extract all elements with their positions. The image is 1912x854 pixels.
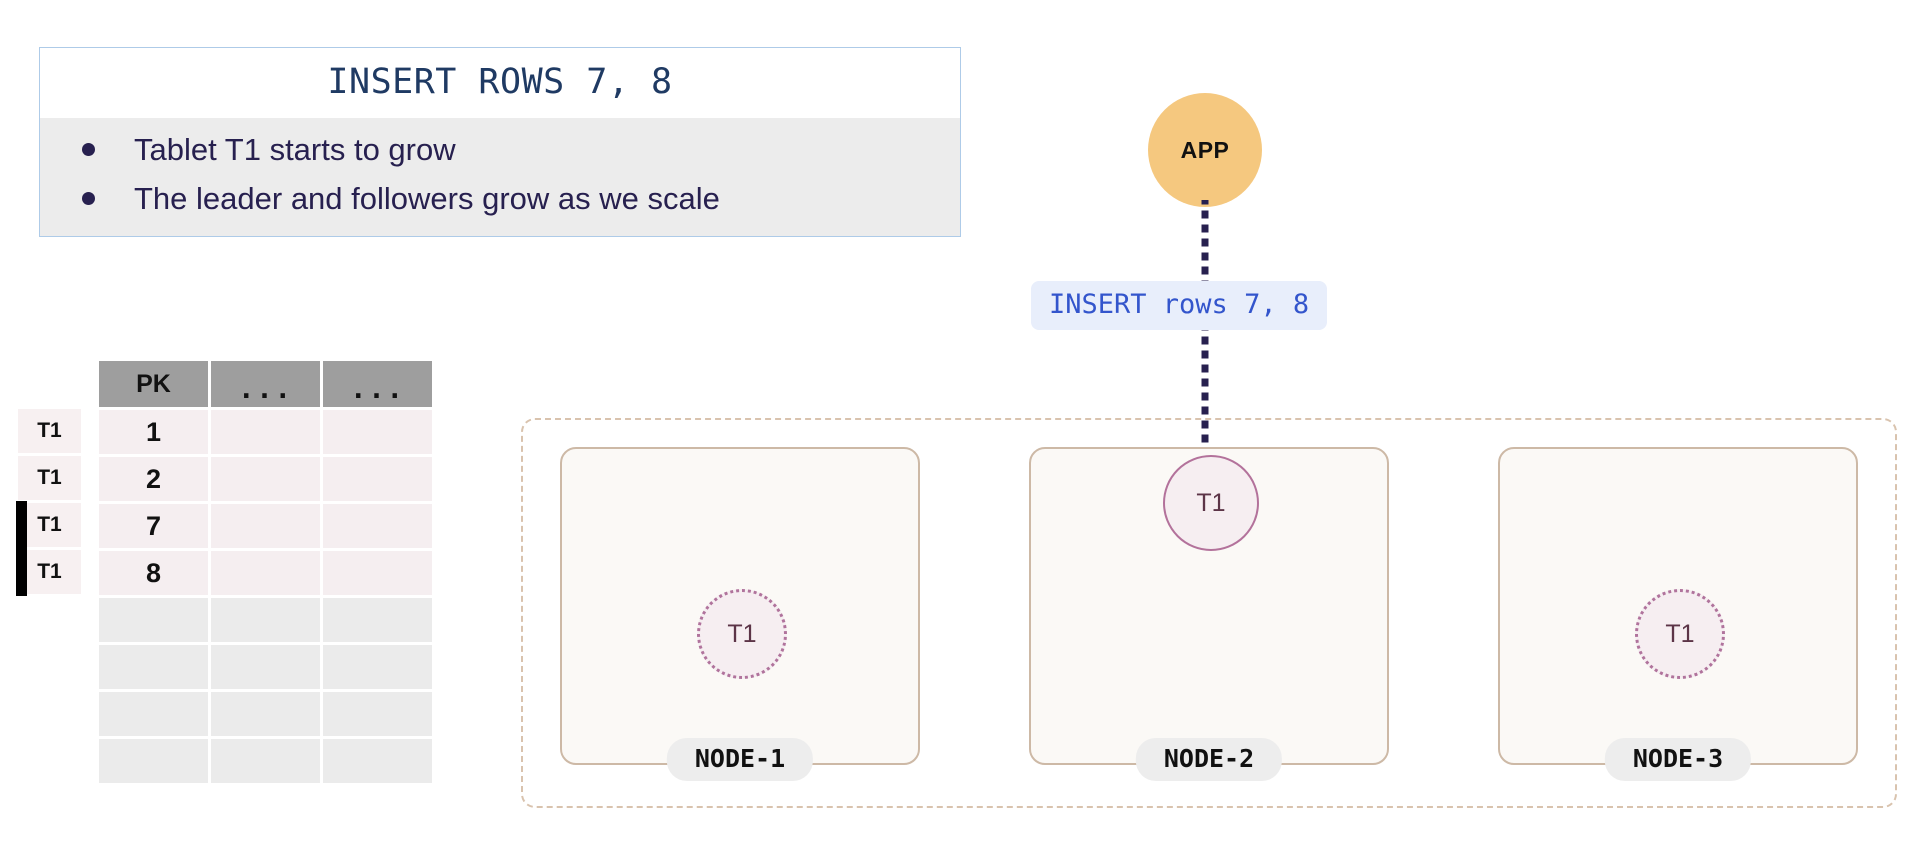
tablet-follower-node-3: T1 <box>1635 589 1725 679</box>
column-header-ellipsis-1: ... <box>211 361 320 407</box>
callout-bullet-list: Tablet T1 starts to grow The leader and … <box>40 118 960 236</box>
table-row: 8 <box>99 551 432 595</box>
cell-col2 <box>211 692 320 736</box>
cell-pk: 2 <box>99 457 208 501</box>
table-row <box>99 598 432 642</box>
app-label: APP <box>1180 136 1230 163</box>
column-header-pk: PK <box>99 361 208 407</box>
node-3-label: NODE-3 <box>1604 738 1752 781</box>
bullet-dot-icon <box>82 191 95 205</box>
cell-col3 <box>323 410 432 454</box>
request-label: INSERT rows 7, 8 <box>1031 281 1328 330</box>
cell-col3 <box>323 504 432 548</box>
cell-col2 <box>211 457 320 501</box>
cluster-boundary: T1 NODE-1 T1 NODE-2 T1 NODE-3 <box>521 418 1897 808</box>
row-tablet-badge: T1 <box>16 548 81 596</box>
cell-col2 <box>211 598 320 642</box>
tablet-label: T1 <box>1665 619 1695 648</box>
cell-pk <box>99 598 208 642</box>
table-row: 1 <box>99 410 432 454</box>
cell-pk: 1 <box>99 410 208 454</box>
callout-title: INSERT ROWS 7, 8 <box>40 48 960 118</box>
node-2: T1 NODE-2 <box>1029 447 1389 781</box>
cell-col3 <box>323 692 432 736</box>
app-node: APP <box>1148 93 1262 207</box>
node-2-label: NODE-2 <box>1135 738 1283 781</box>
cell-col3 <box>323 598 432 642</box>
table-row: 2 <box>99 457 432 501</box>
cell-col2 <box>211 551 320 595</box>
row-tablet-badge: T1 <box>18 456 81 500</box>
cell-col2 <box>211 645 320 689</box>
list-item: The leader and followers grow as we scal… <box>40 175 960 224</box>
cell-col3 <box>323 645 432 689</box>
table-header-row: PK ... ... <box>99 361 432 407</box>
tablet-follower-node-1: T1 <box>697 589 787 679</box>
table-row: 7 <box>99 504 432 548</box>
cell-col2 <box>211 504 320 548</box>
table-row <box>99 692 432 736</box>
cell-pk <box>99 692 208 736</box>
tablet-leader-node-2: T1 <box>1163 455 1259 551</box>
cell-col2 <box>211 739 320 783</box>
cell-pk <box>99 645 208 689</box>
table-row-tablet-labels: T1 T1 T1 T1 <box>16 409 81 597</box>
bullet-text: The leader and followers grow as we scal… <box>134 180 720 216</box>
node-1: T1 NODE-1 <box>560 447 920 781</box>
cell-col3 <box>323 551 432 595</box>
cell-pk: 8 <box>99 551 208 595</box>
table-row <box>99 739 432 783</box>
tablet-label: T1 <box>727 619 757 648</box>
table-row <box>99 645 432 689</box>
row-tablet-badge: T1 <box>18 409 81 453</box>
cell-col2 <box>211 410 320 454</box>
row-tablet-badge: T1 <box>16 501 81 549</box>
cell-pk <box>99 739 208 783</box>
cell-col3 <box>323 739 432 783</box>
cell-pk: 7 <box>99 504 208 548</box>
data-table: PK ... ... 1 2 7 8 <box>18 358 435 786</box>
list-item: Tablet T1 starts to grow <box>40 126 960 175</box>
column-header-ellipsis-2: ... <box>323 361 432 407</box>
bullet-dot-icon <box>82 143 95 156</box>
node-1-label: NODE-1 <box>666 738 814 781</box>
callout-box: INSERT ROWS 7, 8 Tablet T1 starts to gro… <box>39 47 961 237</box>
node-3: T1 NODE-3 <box>1498 447 1858 781</box>
tablet-label: T1 <box>1196 488 1226 517</box>
cell-col3 <box>323 457 432 501</box>
bullet-text: Tablet T1 starts to grow <box>134 132 456 167</box>
